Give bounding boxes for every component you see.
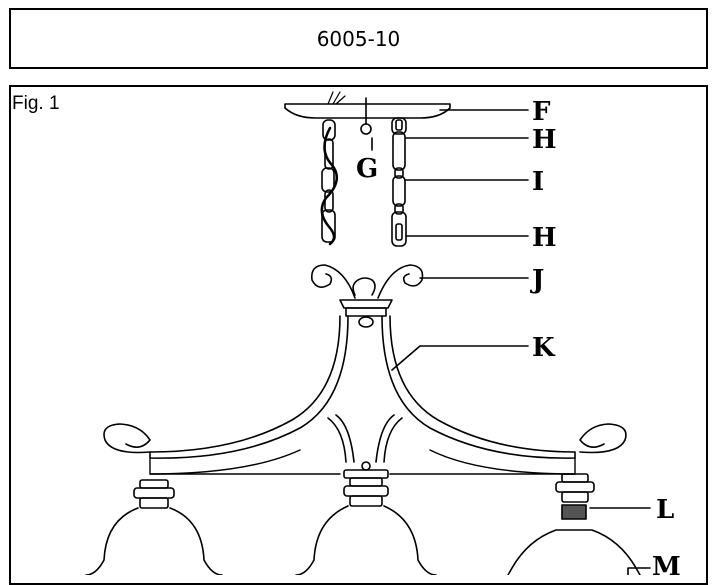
right-chain	[391, 117, 407, 247]
canopy	[284, 103, 451, 119]
center-hub	[339, 299, 393, 309]
glass-shade	[507, 529, 641, 575]
socket	[561, 504, 587, 520]
model-number: 6005-10	[316, 26, 401, 51]
model-number-header: 6005-10	[9, 8, 708, 69]
callout-J: J	[530, 265, 544, 295]
shade-left	[85, 479, 223, 575]
callout-F: F	[532, 97, 551, 127]
callout-L: L	[656, 495, 674, 525]
callout-I: I	[532, 167, 544, 197]
callout-M: M	[652, 552, 681, 575]
callout-G: G	[356, 154, 378, 184]
callout-H-top: H	[532, 125, 557, 155]
callout-H-bottom: H	[532, 223, 557, 253]
left-chain	[320, 119, 339, 246]
callout-K: K	[532, 333, 556, 363]
shade-right	[507, 473, 641, 575]
scroll-right	[377, 264, 424, 299]
arm-left	[149, 315, 349, 459]
shade-center	[295, 461, 437, 575]
figure-label: Fig. 1	[12, 93, 60, 114]
scroll-left	[310, 264, 356, 299]
